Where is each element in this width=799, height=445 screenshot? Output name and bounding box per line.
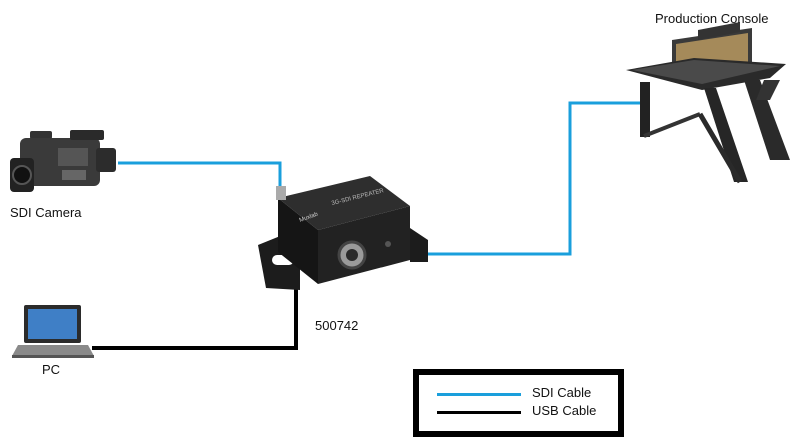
legend-swatch-sdi [437, 393, 521, 396]
sdi-cable-camera [118, 161, 282, 192]
sdi-cable-console [428, 101, 640, 256]
pc-label: PC [42, 362, 61, 377]
laptop-icon [12, 305, 94, 358]
device-label: 500742 [315, 318, 359, 333]
repeater-device-icon: Muxlab 3G-SDI REPEATER [258, 176, 428, 290]
legend-swatch-usb [437, 411, 521, 414]
legend-item-usb: USB Cable [419, 403, 618, 421]
legend-label-sdi: SDI Cable [532, 385, 592, 400]
camera-label: SDI Camera [10, 205, 82, 220]
console-label: Production Console [655, 11, 769, 26]
production-console-icon [626, 22, 790, 184]
legend-item-sdi: SDI Cable [419, 385, 618, 403]
camera-icon [10, 130, 116, 192]
usb-cable-pc [92, 282, 298, 350]
legend: SDI Cable USB Cable [413, 369, 624, 437]
legend-label-usb: USB Cable [532, 403, 597, 418]
